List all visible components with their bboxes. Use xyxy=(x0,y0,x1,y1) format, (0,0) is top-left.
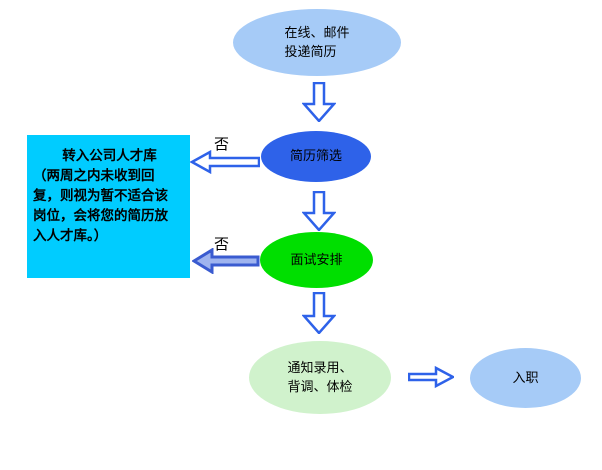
node-onboarding: 入职 xyxy=(470,348,581,408)
node-resume-screening: 简历筛选 xyxy=(261,131,371,182)
arrow-left-interview-to-pool xyxy=(192,248,260,274)
node-offer-notify-label: 通知录用、 xyxy=(287,360,353,376)
edge-label-no-interview: 否 xyxy=(214,235,230,253)
node-interview-arrangement-label: 面试安排 xyxy=(290,252,343,268)
talent-pool-box: 转入公司人才库 （两周之内未收到回 复，则视为暂不适合该 岗位，会将您的简历放 … xyxy=(27,135,190,278)
node-offer-notify-label: 背调、体检 xyxy=(287,379,353,395)
node-resume-submit-label: 在线、邮件 xyxy=(284,25,350,41)
talent-pool-text-line: 复，则视为暂不适合该 xyxy=(33,188,168,204)
arrow-left-screening-to-pool xyxy=(190,150,260,174)
arrow-down-submit-to-screening xyxy=(302,82,336,122)
node-offer-notify: 通知录用、 背调、体检 xyxy=(249,341,391,414)
talent-pool-text-line: 入人才库。） xyxy=(33,228,108,244)
edge-label-no-screening: 否 xyxy=(214,135,230,153)
node-onboarding-label: 入职 xyxy=(512,370,539,386)
arrow-right-notify-to-onboard xyxy=(408,365,454,389)
talent-pool-text-line: 转入公司人才库 xyxy=(62,148,157,164)
arrow-down-screening-to-interview xyxy=(302,191,336,231)
talent-pool-text-line: 岗位，会将您的简历放 xyxy=(33,208,168,224)
arrow-down-interview-to-notify xyxy=(302,292,336,334)
node-interview-arrangement: 面试安排 xyxy=(260,232,373,288)
talent-pool-text-line: （两周之内未收到回 xyxy=(33,168,155,184)
node-resume-screening-label: 简历筛选 xyxy=(289,149,342,164)
node-resume-submit-label: 投递简历 xyxy=(284,44,337,60)
node-resume-submit: 在线、邮件 投递简历 xyxy=(233,9,401,76)
